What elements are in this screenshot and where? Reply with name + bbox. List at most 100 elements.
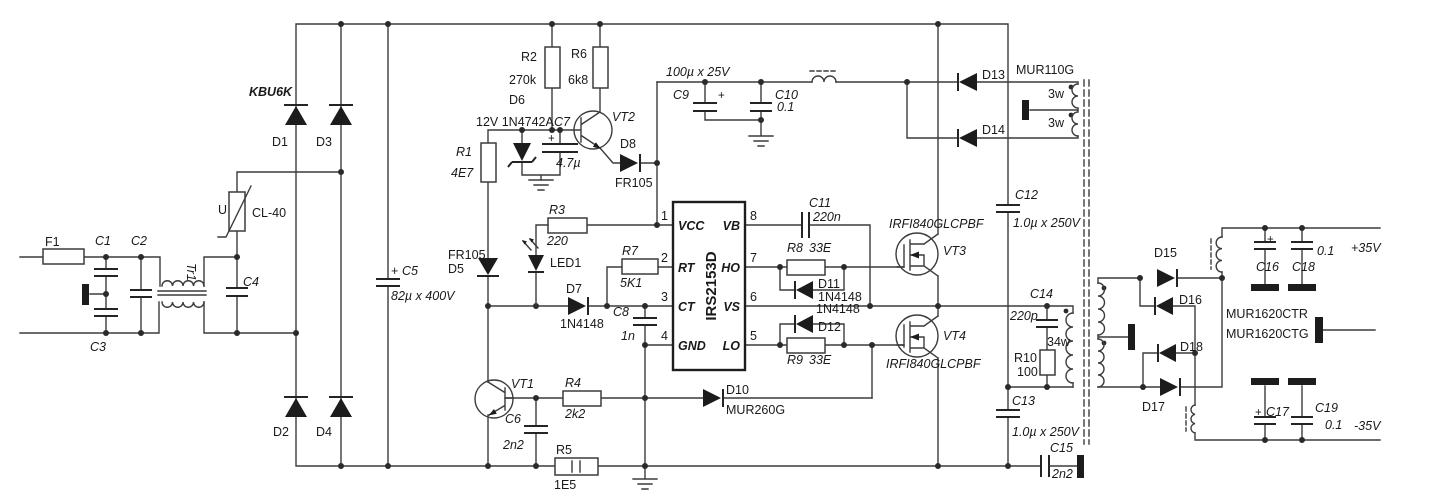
bridge-diode-d4: [329, 396, 353, 417]
cap-c10: [750, 102, 772, 112]
bridge-diode-d3: [329, 104, 353, 125]
resistor-r1: [480, 142, 497, 183]
diode-d8: [620, 154, 641, 172]
aux-winding: [1071, 83, 1079, 137]
pin-number-3: 3: [661, 290, 668, 304]
label-c8-value: 1n: [621, 329, 635, 343]
diode-d14: [957, 129, 977, 147]
label-r4: R4: [565, 376, 581, 390]
label-r10: R10: [1014, 351, 1037, 365]
label-vt4: VT4: [943, 329, 966, 343]
label-d4: D4: [316, 425, 332, 439]
label-c19: C19: [1315, 401, 1338, 415]
diode-d17: [1160, 378, 1181, 396]
label-c11-value: 220n: [812, 210, 841, 224]
bridge-diode-d1: [284, 104, 308, 125]
pin-name-gnd: GND: [678, 339, 706, 353]
led-led1: [522, 238, 544, 273]
pin-name-vb: VB: [723, 219, 740, 233]
label-f1: F1: [45, 235, 60, 249]
label-r9: R9: [787, 353, 803, 367]
transformer-core: [1083, 79, 1090, 445]
label-c1: C1: [95, 234, 111, 248]
label-r6-value: 6k8: [568, 73, 588, 87]
label-r2: R2: [521, 50, 537, 64]
label-mur110g: MUR110G: [1016, 63, 1074, 77]
label-d7: D7: [566, 282, 582, 296]
label-rail-neg: -35V: [1354, 419, 1382, 433]
diode-d16: [1154, 297, 1173, 315]
label-c2: C2: [131, 234, 147, 248]
chassis-bar-input: [82, 284, 89, 305]
resistor-r5: [554, 457, 599, 476]
label-d5-type: FR105: [448, 248, 486, 262]
label-c17-plus: +: [1255, 407, 1262, 419]
diode-d7: [568, 297, 589, 315]
label-r5: R5: [556, 443, 572, 457]
label-rect-type-bottom: MUR1620CTG: [1226, 327, 1309, 341]
transistor-vt1: [474, 379, 514, 419]
diode-d5: [477, 258, 499, 277]
cap-c13: [996, 409, 1020, 418]
label-vt3-type: IRFI840GLCPBF: [889, 217, 985, 231]
label-d11-type: 1N4148: [818, 290, 862, 304]
cap-c7: [542, 143, 578, 153]
resistor-r7: [621, 258, 659, 275]
wires: [19, 23, 1381, 490]
label-d8: D8: [620, 137, 636, 151]
cap-c8: [633, 317, 657, 326]
chassis-bar-output-mid: [1315, 317, 1323, 343]
label-c7: C7: [554, 115, 571, 129]
label-d16: D16: [1179, 293, 1202, 307]
zener-d6: [507, 143, 537, 168]
cap-c1-c3: [94, 268, 118, 317]
cap-c4: [226, 287, 248, 297]
label-kbu6k: KBU6K: [249, 85, 293, 99]
label-c6-value: 2n2: [502, 438, 524, 452]
label-r3: R3: [549, 203, 565, 217]
label-c12-value: 1.0µ x 250V: [1013, 216, 1082, 230]
cap-c15: [1040, 455, 1050, 477]
label-c15-value: 2n2: [1051, 467, 1073, 481]
label-vt1: VT1: [511, 377, 534, 391]
transistor-vt2: [573, 110, 613, 150]
pin-name-rt: RT: [678, 261, 696, 275]
label-c5-value: 82µ x 400V: [391, 289, 456, 303]
label-c5-plus: +: [391, 264, 398, 278]
label-vt4-type: IRFI840GLCPBF: [886, 357, 982, 371]
label-c11: C11: [809, 196, 831, 210]
label-c18: C18: [1292, 260, 1315, 274]
cap-c5: [376, 278, 400, 287]
pin-name-vcc: VCC: [678, 219, 705, 233]
label-d7-type: 1N4148: [560, 317, 604, 331]
label-d12: D12: [818, 320, 841, 334]
bridge-diode-d2: [284, 396, 308, 417]
resistor-r3: [547, 217, 588, 234]
diode-d15: [1157, 269, 1178, 287]
primary-winding: [1065, 312, 1074, 384]
pin-number-1: 1: [661, 209, 668, 223]
chassis-bar-secondary-ct: [1128, 324, 1135, 350]
label-r7: R7: [622, 244, 639, 258]
label-vt2: VT2: [612, 110, 635, 124]
label-rail-pos: +35V: [1351, 241, 1382, 255]
diode-d13: [957, 73, 977, 91]
label-c18-value: 0.1: [1317, 244, 1334, 258]
label-c9-plus: +: [718, 90, 725, 102]
cap-c9: [693, 102, 717, 112]
pin-number-5: 5: [750, 329, 757, 343]
mosfet-vt3: [895, 232, 939, 277]
pin-number-2: 2: [661, 251, 668, 265]
cap-c6: [524, 425, 548, 434]
label-r10-value: 100: [1017, 365, 1038, 379]
label-d6-value: 12V 1N4742A: [476, 115, 555, 129]
label-u: U: [218, 203, 227, 217]
label-c17: C17: [1266, 405, 1290, 419]
chassis-bar-aux: [1022, 100, 1029, 120]
label-c10-value: 0.1: [777, 100, 794, 114]
fuse-f1: [42, 248, 85, 265]
label-r7-value: 5K1: [620, 276, 642, 290]
cap-c16: [1251, 241, 1279, 291]
